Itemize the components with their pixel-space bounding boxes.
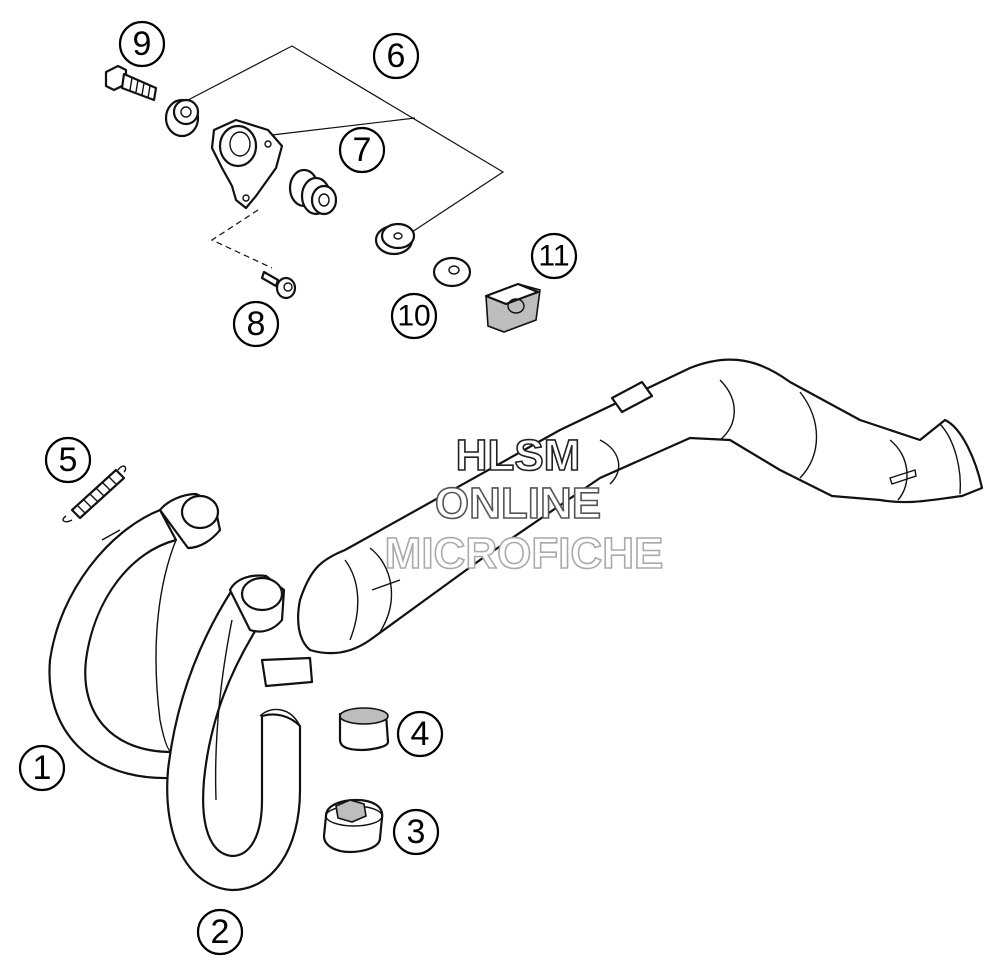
callout-7: 7 (338, 126, 386, 174)
callout-11-label: 11 (538, 240, 569, 273)
part-2-header-pipe (166, 574, 314, 892)
callout-8: 8 (232, 300, 280, 348)
part-1-header-pipe (48, 492, 222, 780)
part-8-screw (260, 270, 297, 300)
watermark-line2: ONLINE (435, 479, 601, 528)
callout-6: 6 (372, 32, 420, 80)
part-7-grommet (288, 168, 338, 216)
part-6-bracket (210, 118, 284, 210)
callout-11: 11 (530, 232, 578, 280)
part-11-clip-nut (484, 282, 541, 333)
part-4-sleeve (338, 707, 390, 752)
callout-4-label: 4 (411, 715, 430, 753)
part-9-spacer (164, 98, 200, 138)
callout-4: 4 (396, 710, 444, 758)
part-3-clamp (322, 798, 384, 854)
callout-6-label: 6 (387, 37, 406, 75)
callout-7-label: 7 (353, 131, 372, 169)
callout-10: 10 (390, 292, 438, 340)
callout-9: 9 (118, 20, 166, 68)
watermark-line1: HLSM (456, 431, 581, 480)
leader-7-outline (187, 45, 505, 233)
leader-7-a (271, 117, 416, 136)
callout-5: 5 (44, 436, 92, 484)
part-9-bolt (104, 64, 158, 102)
callout-1-label: 1 (33, 749, 52, 787)
callout-2-label: 2 (211, 913, 230, 951)
callout-1: 1 (18, 744, 66, 792)
callout-3: 3 (392, 808, 440, 856)
watermark-line3: MICROFICHE (385, 529, 664, 578)
callout-9-label: 9 (133, 25, 152, 63)
watermark: HLSM ONLINE MICROFICHE (384, 430, 664, 579)
callout-2: 2 (196, 908, 244, 956)
bracket-dashed-guide (210, 209, 273, 269)
part-10-washer (432, 256, 472, 288)
part-7-bushing (374, 222, 416, 256)
callout-8-label: 8 (247, 305, 266, 343)
part-5-spring (62, 465, 127, 523)
part-mid-pipe (297, 358, 984, 655)
callout-10-label: 10 (397, 300, 430, 333)
callout-5-label: 5 (59, 441, 78, 479)
callout-3-label: 3 (407, 813, 426, 851)
